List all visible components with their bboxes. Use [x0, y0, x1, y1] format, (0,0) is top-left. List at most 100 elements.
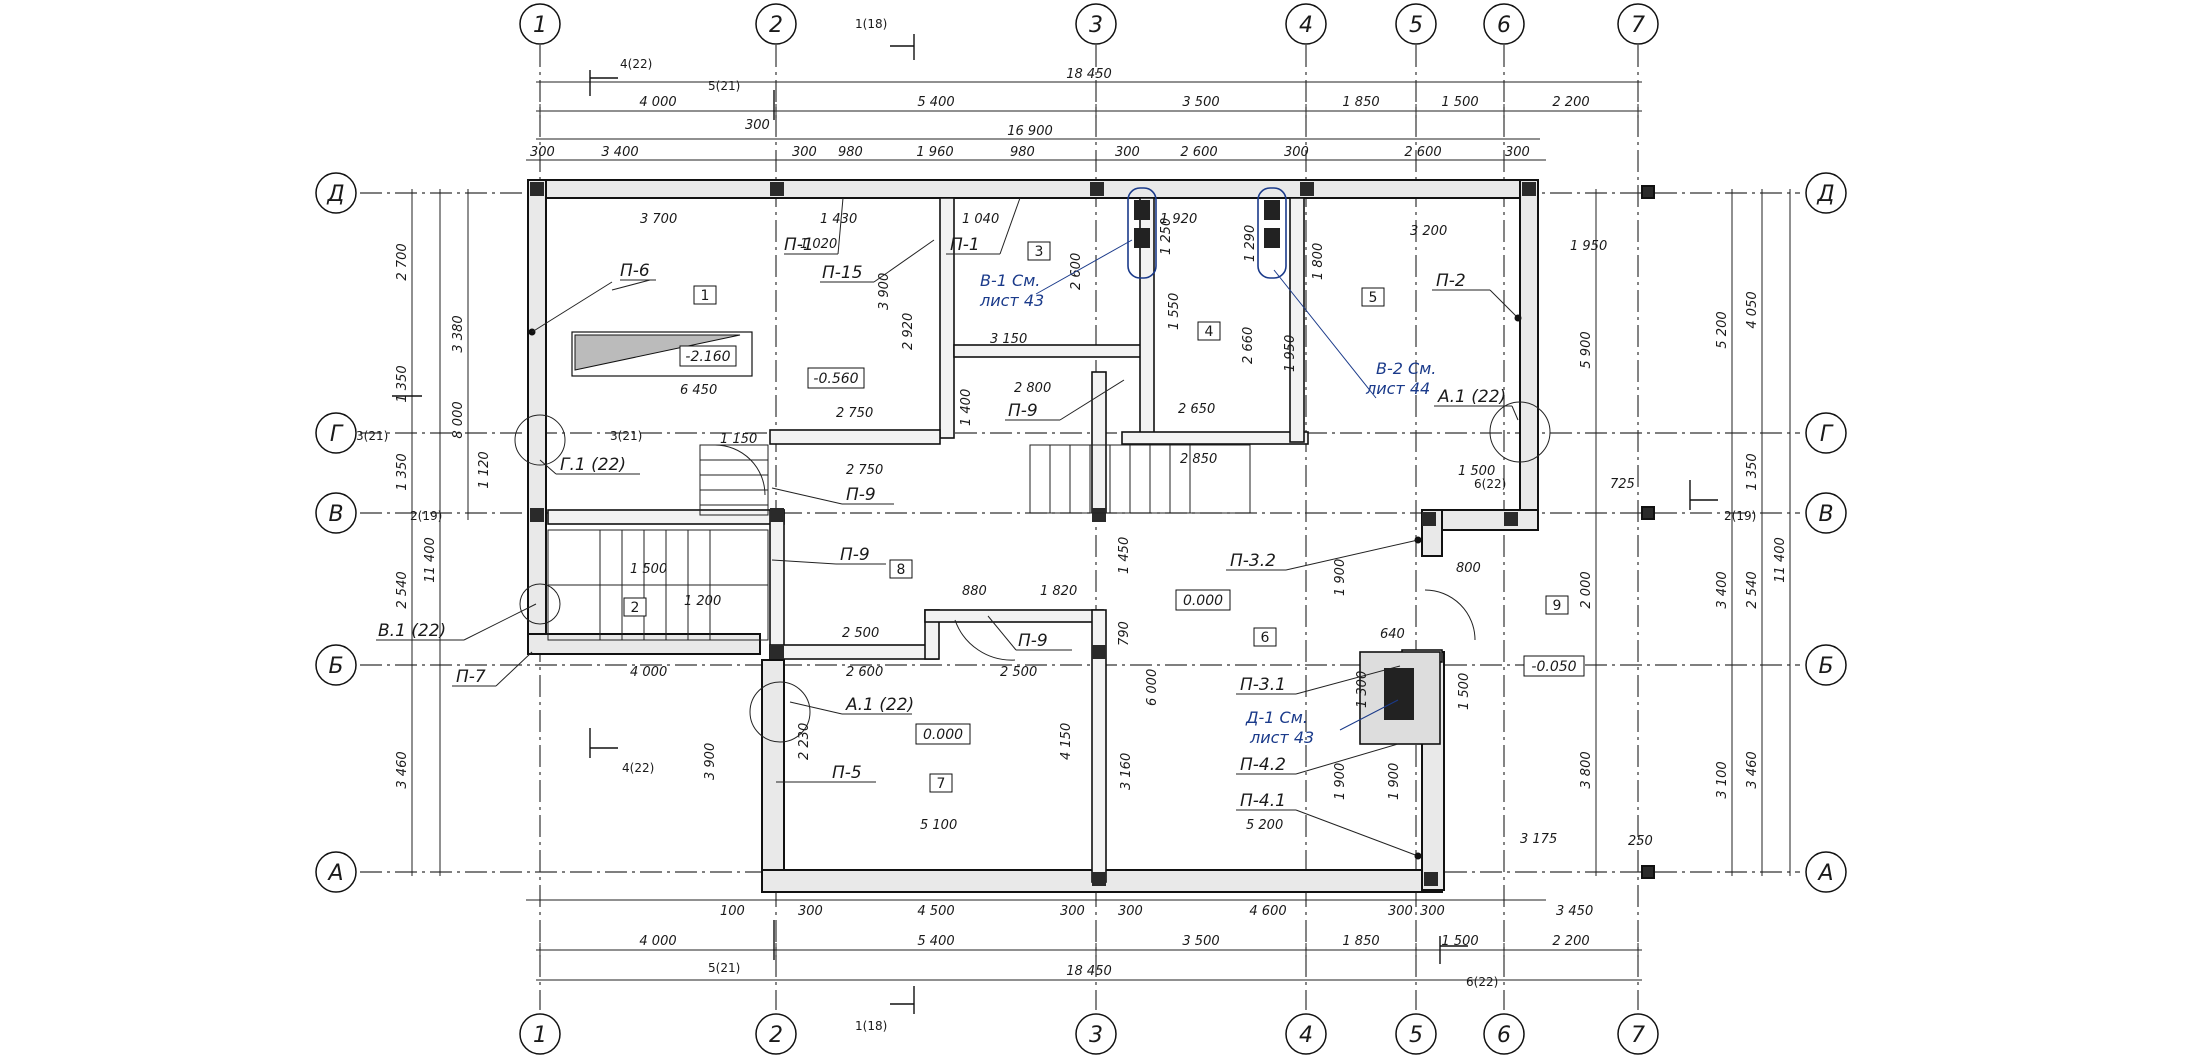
dim-wall-10: 2 600 [1404, 145, 1441, 160]
element-callouts: П-6 П-1 П-1 П-15 П-2 П-9 П-9 П-9 П-9 П-7… [376, 197, 1522, 860]
axis-label-7-top: 7 [1631, 13, 1645, 38]
dim-bwall-1: 300 [798, 904, 823, 919]
dim-int-42: 4 150 [1059, 723, 1074, 760]
structural-columns [530, 182, 1655, 886]
dim-int-34: 1 290 [1243, 225, 1258, 262]
dim-left-3: 1 350 [395, 453, 410, 490]
dim-int-28: 2 920 [901, 313, 916, 350]
dim-int-8: 3 150 [990, 332, 1027, 347]
dimensions-left: 2 700 1 350 1 350 2 540 3 460 11 400 3 3… [395, 189, 492, 876]
section-ref-top-2: 4(22) [620, 57, 652, 71]
callout-p42: П-4.2 [1240, 755, 1286, 775]
axis-label-4-top: 4 [1299, 13, 1313, 38]
callout-a1-left: А.1 (22) [845, 695, 914, 715]
level-room-7: 0.000 [923, 727, 963, 743]
room-tags: 1 2 3 4 5 6 7 8 9 [623, 241, 1569, 793]
dim-int-19: 2 500 [1000, 665, 1037, 680]
dim-int-21: 880 [962, 584, 987, 599]
dim-left-mid-3: 1 120 [477, 451, 492, 488]
dim-wall-5: 1 960 [916, 145, 953, 160]
callout-p31: П-3.1 [1240, 675, 1286, 695]
dim-int-10: 2 650 [1178, 402, 1215, 417]
axis-label-4-bottom: 4 [1299, 1023, 1313, 1048]
axis-label-V-left: В [328, 502, 343, 527]
axis-label-6-bottom: 6 [1497, 1023, 1511, 1048]
dim-int-2: 1 020 [800, 237, 837, 252]
callout-p2: П-2 [1436, 271, 1466, 291]
dim-wall-7: 300 [1115, 145, 1140, 160]
note-v2-line2: лист 44 [1365, 379, 1430, 398]
callout-a1-right: А.1 (22) [1437, 387, 1506, 407]
dim-wall-0: 300 [530, 145, 555, 160]
dim-right-1: 4 050 [1745, 291, 1760, 328]
dim-int-40: 1 500 [1457, 673, 1472, 710]
room-6: 6 [1261, 630, 1270, 646]
vent-shaft-v2 [1257, 187, 1287, 279]
dim-bwall-4: 300 [1118, 904, 1143, 919]
dim-wall-4: 980 [838, 145, 863, 160]
axis-label-G-right: Г [1820, 422, 1834, 447]
dim-int-38: 1 900 [1333, 763, 1348, 800]
dim-right-mid-1: 5 200 [1715, 311, 1730, 348]
dim-bottom-3: 3 500 [1182, 934, 1219, 949]
dim-int-17: 2 500 [842, 626, 879, 641]
dim-right-mid-2: 3 400 [1715, 571, 1730, 608]
room-5: 5 [1369, 290, 1378, 306]
dim-right-inner-3: 2 000 [1579, 571, 1594, 608]
level-room-9: -0.050 [1531, 659, 1576, 675]
callout-g1: Г.1 (22) [560, 455, 626, 475]
dim-int-23: 5 100 [920, 818, 957, 833]
dim-bwall-7: 300 [1420, 904, 1445, 919]
dim-right-2: 1 350 [1745, 453, 1760, 490]
dim-bwall-6: 300 [1388, 904, 1413, 919]
note-d1-line2: лист 43 [1249, 728, 1314, 747]
room-9: 9 [1553, 598, 1562, 614]
callout-p7: П-7 [456, 667, 486, 687]
dim-right-inner-2: 3 800 [1579, 751, 1594, 788]
dim-int-13: 2 750 [846, 463, 883, 478]
section-ref-bottom-1: 1(18) [855, 1019, 887, 1033]
dim-int-39: 1 900 [1387, 763, 1402, 800]
dim-left-1: 2 700 [395, 243, 410, 280]
dim-int-33: 1 800 [1311, 243, 1326, 280]
section-ref-top-1: 1(18) [855, 17, 887, 31]
dim-bwall-3: 300 [1060, 904, 1085, 919]
dim-bwall-5: 4 600 [1249, 904, 1286, 919]
dim-top-6: 2 200 [1552, 95, 1589, 110]
dim-wall-2: 300 [745, 118, 770, 133]
section-ref-right-2: 6(22) [1474, 477, 1506, 491]
dim-bottom-5: 1 500 [1441, 934, 1478, 949]
axis-bubbles-right: Д Г В Б А [1805, 172, 1847, 893]
stair-upper [699, 444, 769, 516]
axis-label-V-right: В [1818, 502, 1833, 527]
dim-int-5: 3 200 [1410, 224, 1447, 239]
callout-p9-c: П-9 [840, 545, 870, 565]
dim-bottom-4: 1 850 [1342, 934, 1379, 949]
note-d1-line1: Д-1 См. [1245, 708, 1308, 727]
axis-label-5-bottom: 5 [1409, 1023, 1423, 1048]
dim-bottom-1: 4 000 [639, 934, 676, 949]
dim-top-2: 5 400 [917, 95, 954, 110]
dim-int-25: 3 175 [1520, 832, 1557, 847]
room-2: 2 [631, 600, 640, 616]
dim-right-total: 11 400 [1773, 537, 1788, 583]
axis-label-1-bottom: 1 [533, 1023, 547, 1048]
dim-int-49: 640 [1380, 627, 1405, 642]
dim-bottom-2: 5 400 [917, 934, 954, 949]
dim-left-5: 3 460 [395, 751, 410, 788]
section-ref-right-1: 2(19) [1724, 509, 1756, 523]
dim-left-mid-1: 3 380 [451, 315, 466, 352]
dim-int-18: 2 600 [846, 665, 883, 680]
dim-left-mid-2: 8 000 [451, 401, 466, 438]
dimensions-top: 18 450 4 000 5 400 3 500 1 850 1 500 2 2… [526, 67, 1642, 161]
level-room-1: -0.560 [813, 371, 858, 387]
callout-p32: П-3.2 [1230, 551, 1276, 571]
callout-p9-d: П-9 [1018, 631, 1048, 651]
axis-label-2-bottom: 2 [769, 1023, 783, 1048]
dim-int-30: 1 550 [1167, 293, 1182, 330]
room-1: 1 [701, 288, 710, 304]
dim-wall-8: 2 600 [1180, 145, 1217, 160]
dim-top-1: 4 000 [639, 95, 676, 110]
note-v2-line1: В-2 См. [1376, 359, 1436, 378]
room-3: 3 [1035, 244, 1044, 260]
